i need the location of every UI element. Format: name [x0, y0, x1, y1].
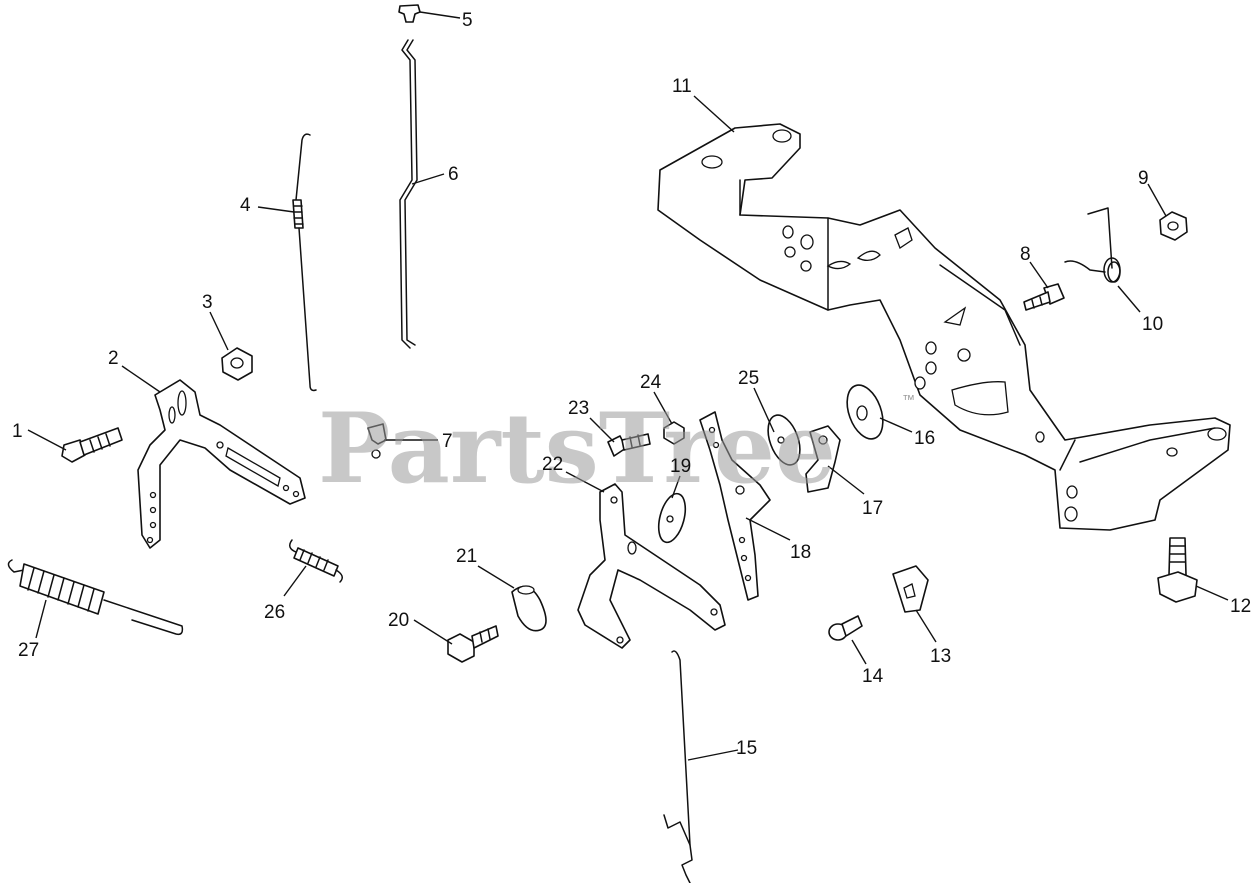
- part-4-spring-rod[interactable]: [292, 133, 317, 392]
- part-18-lever[interactable]: [699, 411, 771, 601]
- part-1-bolt[interactable]: [61, 427, 123, 463]
- part-2-control-lever[interactable]: [137, 379, 306, 549]
- callout-8: 8: [1020, 244, 1031, 265]
- callout-9: 9: [1138, 168, 1149, 189]
- part-12-bolt[interactable]: [1157, 537, 1198, 603]
- part-13-clip[interactable]: [892, 565, 929, 613]
- callout-2: 2: [108, 348, 119, 369]
- leader-lines: [27, 11, 1229, 761]
- callout-21: 21: [456, 546, 477, 567]
- part-15-rod[interactable]: [663, 650, 693, 883]
- watermark: PartsTree ™: [318, 392, 915, 505]
- callout-10: 10: [1142, 314, 1163, 335]
- callout-24: 24: [640, 372, 662, 393]
- callout-19: 19: [670, 456, 691, 477]
- part-22-bracket[interactable]: [577, 483, 726, 649]
- part-7-clip[interactable]: [367, 423, 387, 459]
- part-11-main-bracket[interactable]: [657, 123, 1231, 531]
- callout-22: 22: [542, 454, 563, 475]
- callout-15: 15: [736, 738, 757, 759]
- part-5-clip[interactable]: [398, 4, 421, 23]
- part-21-spacer[interactable]: [511, 585, 547, 632]
- part-16-washer[interactable]: [840, 380, 889, 444]
- part-26-spring[interactable]: [289, 539, 343, 583]
- part-8-bolt[interactable]: [1023, 283, 1065, 311]
- callout-16: 16: [914, 428, 935, 449]
- callout-20: 20: [388, 610, 409, 631]
- part-17-clip[interactable]: [805, 425, 841, 493]
- callout-18: 18: [790, 542, 811, 563]
- part-3-nut[interactable]: [221, 347, 253, 381]
- callout-26: 26: [264, 602, 285, 623]
- callout-27: 27: [18, 640, 39, 661]
- part-10-spring[interactable]: [1064, 207, 1121, 283]
- callout-4: 4: [240, 195, 251, 216]
- part-19-washer[interactable]: [654, 491, 690, 546]
- part-6-rod[interactable]: [399, 39, 418, 349]
- part-27-spring[interactable]: [7, 559, 184, 636]
- callout-3: 3: [202, 292, 213, 313]
- watermark-text: PartsTree: [318, 392, 836, 505]
- callout-1: 1: [12, 421, 23, 442]
- part-20-bolt[interactable]: [447, 625, 499, 663]
- watermark-trademark: ™: [902, 392, 915, 407]
- part-24-nut[interactable]: [663, 421, 685, 445]
- callout-25: 25: [738, 368, 759, 389]
- callout-12: 12: [1230, 596, 1251, 617]
- callout-17: 17: [862, 498, 883, 519]
- callout-13: 13: [930, 646, 951, 667]
- callout-6: 6: [448, 164, 459, 185]
- part-9-nut[interactable]: [1159, 211, 1188, 241]
- part-25-washer[interactable]: [762, 411, 806, 469]
- callout-23: 23: [568, 398, 589, 419]
- callout-5: 5: [462, 10, 473, 31]
- callout-7: 7: [442, 431, 453, 452]
- callout-numbers: 1 2 3 4 5 6 7 8 9 10 11 12 13 14 15 16 1…: [12, 10, 1251, 759]
- callout-14: 14: [862, 666, 884, 687]
- callout-11: 11: [672, 76, 692, 97]
- part-14-screw[interactable]: [828, 615, 863, 641]
